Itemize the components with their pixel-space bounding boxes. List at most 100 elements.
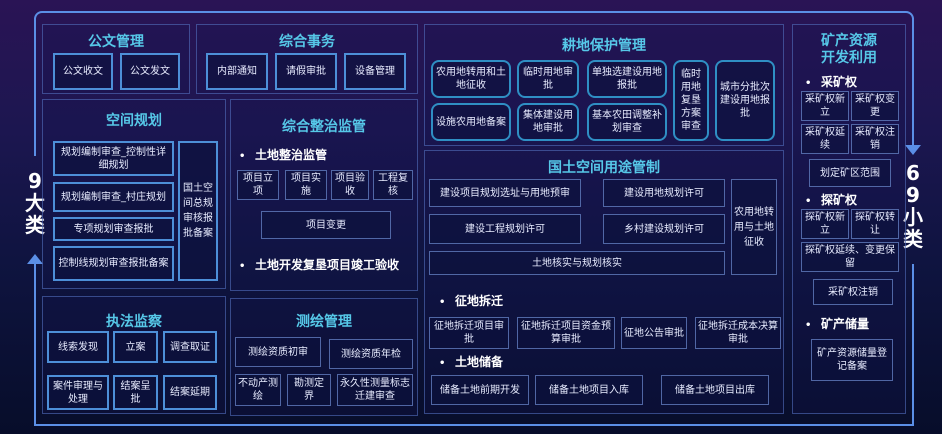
control-line-plan-button[interactable]: 控制线规划审查报批备案 — [53, 246, 174, 281]
left-label-char: 类 — [25, 213, 45, 237]
farmland-conversion-expropriation-button[interactable]: 农用地转用与土地征收 — [731, 179, 777, 275]
panel-surveying: 测绘管理 测绘资质初审 测绘资质年检 不动产测绘 勘测定界 永久性测量标志迁建审… — [230, 298, 418, 416]
construction-land-permit-button[interactable]: 建设用地规划许可 — [603, 179, 725, 207]
mining-right-new-button[interactable]: 采矿权新立 — [801, 91, 849, 121]
section-heading: • 土地开发复垦项目竣工验收 — [239, 256, 399, 273]
case-closing-button[interactable]: 结案呈批 — [113, 375, 158, 410]
panel-law-enforcement: 执法监察 线索发现 立案 调查取证 案件审理与处理 结案呈批 结案延期 — [42, 296, 226, 414]
doc-send-button[interactable]: 公文发文 — [120, 53, 180, 90]
boundary-survey-button[interactable]: 勘测定界 — [287, 374, 331, 406]
survey-qualification-review-button[interactable]: 测绘资质初审 — [235, 337, 321, 367]
bullet-icon: • — [439, 358, 446, 369]
expropriation-notice-approval-button[interactable]: 征地公告审批 — [621, 317, 687, 349]
survey-qualification-annual-button[interactable]: 测绘资质年检 — [329, 339, 413, 369]
investigation-button[interactable]: 调查取证 — [163, 331, 217, 363]
mining-area-delimit-button[interactable]: 划定矿区范围 — [809, 159, 891, 187]
outer-frame-bottom — [34, 424, 914, 426]
farmland-conversion-button[interactable]: 农用地转用和土地征收 — [431, 60, 511, 98]
construction-project-permit-button[interactable]: 建设工程规划许可 — [429, 214, 581, 244]
outer-frame-left-top — [34, 18, 36, 156]
reserve-land-release-button[interactable]: 储备土地项目出库 — [661, 375, 769, 405]
panel-title: 执法监察 — [106, 314, 162, 330]
bullet-icon: • — [805, 196, 812, 207]
section-label: 采矿权 — [821, 75, 858, 89]
panel-title: 耕地保护管理 — [562, 38, 646, 54]
section-heading: • 土地储备 — [439, 353, 503, 370]
panel-comprehensive-supervision: 综合整治监管 •土地整治监管 项目立项 项目实施 项目验收 工程复核 项目变更 … — [230, 99, 418, 291]
section-label: 土地开发复垦项目竣工验收 — [255, 258, 400, 272]
master-plan-review-button[interactable]: 国土空间总规审核报批备案 — [178, 141, 218, 281]
bullet-icon: • — [239, 261, 246, 272]
basic-farmland-adjust-button[interactable]: 基本农田调整补划审查 — [587, 103, 667, 141]
panel-document-management: 公文管理 公文收文 公文发文 — [42, 24, 190, 94]
mining-right-change-button[interactable]: 采矿权变更 — [851, 91, 899, 121]
left-label-char: 9 — [28, 169, 42, 193]
reserve-land-storage-button[interactable]: 储备土地项目入库 — [535, 375, 643, 405]
case-filing-button[interactable]: 立案 — [113, 331, 158, 363]
right-label-char: 6 — [906, 161, 920, 185]
clue-discovery-button[interactable]: 线索发现 — [47, 331, 109, 363]
site-selection-preapproval-button[interactable]: 建设项目规划选址与用地预审 — [429, 179, 581, 207]
case-extension-button[interactable]: 结案延期 — [163, 375, 217, 410]
mineral-reserve-registration-button[interactable]: 矿产资源储量登记备案 — [811, 339, 893, 381]
engineering-review-button[interactable]: 工程复核 — [373, 170, 413, 200]
exploration-right-extend-button[interactable]: 探矿权延续、变更保留 — [801, 242, 899, 272]
land-verification-button[interactable]: 土地核实与规划核实 — [429, 251, 725, 275]
separate-site-construction-button[interactable]: 单独选建设用地报批 — [587, 60, 667, 98]
mining-right-renewal-button[interactable]: 采矿权延续 — [801, 124, 849, 154]
panel-title: 测绘管理 — [296, 314, 352, 330]
collective-land-approval-button[interactable]: 集体建设用地审批 — [517, 103, 579, 141]
mining-right-cancellation-button[interactable]: 采矿权注销 — [813, 279, 893, 305]
panel-title: 空间规划 — [106, 113, 162, 129]
right-label-char: 类 — [903, 227, 923, 251]
right-category-label: 6 9 小 类 — [900, 162, 926, 250]
panel-farmland-protection: 耕地保护管理 农用地转用和土地征收 临时用地审批 单独选建设用地报批 设施农用地… — [424, 24, 784, 146]
left-label-char: 大 — [25, 191, 45, 215]
bullet-icon: • — [805, 78, 812, 89]
panel-land-use-control: 国土空间用途管制 建设项目规划选址与用地预审 建设用地规划许可 建设工程规划许可… — [424, 150, 784, 414]
panel-title: 公文管理 — [88, 34, 144, 50]
panel-title-line: 矿产资源 — [821, 33, 877, 49]
case-trial-button[interactable]: 案件审理与处理 — [47, 375, 109, 410]
panel-general-affairs: 综合事务 内部通知 请假审批 设备管理 — [196, 24, 418, 94]
temporary-land-reclamation-button[interactable]: 临时用地复垦方案审查 — [673, 60, 709, 141]
project-acceptance-button[interactable]: 项目验收 — [331, 170, 369, 200]
outer-frame-top — [34, 11, 914, 19]
rural-construction-permit-button[interactable]: 乡村建设规划许可 — [603, 214, 725, 244]
internal-notice-button[interactable]: 内部通知 — [206, 53, 268, 90]
project-initiation-button[interactable]: 项目立项 — [237, 170, 279, 200]
left-category-label: 9 大 类 — [22, 170, 48, 236]
project-change-button[interactable]: 项目变更 — [261, 211, 391, 239]
expropriation-budget-approval-button[interactable]: 征地拆迁项目资金预算审批 — [517, 317, 615, 349]
equipment-management-button[interactable]: 设备管理 — [344, 53, 406, 90]
facility-farmland-filing-button[interactable]: 设施农用地备案 — [431, 103, 511, 141]
bullet-icon: • — [805, 320, 812, 331]
special-plan-review-button[interactable]: 专项规划审查报批 — [53, 217, 174, 241]
outer-frame-right-top — [912, 18, 914, 146]
exploration-right-new-button[interactable]: 探矿权新立 — [801, 209, 849, 239]
bullet-icon: • — [439, 297, 446, 308]
section-label: 矿产储量 — [821, 317, 870, 331]
exploration-right-transfer-button[interactable]: 探矿权转让 — [851, 209, 899, 239]
section-heading: • 土地整治监管 — [239, 146, 327, 163]
regulatory-plan-review-button[interactable]: 规划编制审查_控制性详细规划 — [53, 141, 174, 176]
temporary-land-approval-button[interactable]: 临时用地审批 — [517, 60, 579, 98]
leave-approval-button[interactable]: 请假审批 — [275, 53, 337, 90]
city-batch-construction-button[interactable]: 城市分批次建设用地报批 — [715, 60, 775, 141]
project-implementation-button[interactable]: 项目实施 — [285, 170, 327, 200]
village-plan-review-button[interactable]: 规划编制审查_村庄规划 — [53, 182, 174, 212]
panel-title: 矿产资源 开发利用 — [793, 33, 905, 67]
bullet-icon: • — [239, 151, 246, 162]
expropriation-project-approval-button[interactable]: 征地拆迁项目审批 — [429, 317, 509, 349]
expropriation-cost-settlement-button[interactable]: 征地拆迁成本决算审批 — [695, 317, 781, 349]
mining-right-cancel-button[interactable]: 采矿权注销 — [851, 124, 899, 154]
section-label: 土地整治监管 — [255, 148, 328, 162]
doc-receive-button[interactable]: 公文收文 — [53, 53, 113, 90]
panel-title: 综合事务 — [279, 34, 335, 50]
real-estate-survey-button[interactable]: 不动产测绘 — [235, 374, 281, 406]
section-label: 土地储备 — [455, 355, 504, 369]
panel-title-line: 开发利用 — [821, 50, 877, 66]
survey-marker-relocation-button[interactable]: 永久性测量标志迁建审查 — [337, 374, 413, 406]
section-label: 征地拆迁 — [455, 294, 504, 308]
reserve-land-development-button[interactable]: 储备土地前期开发 — [431, 375, 529, 405]
